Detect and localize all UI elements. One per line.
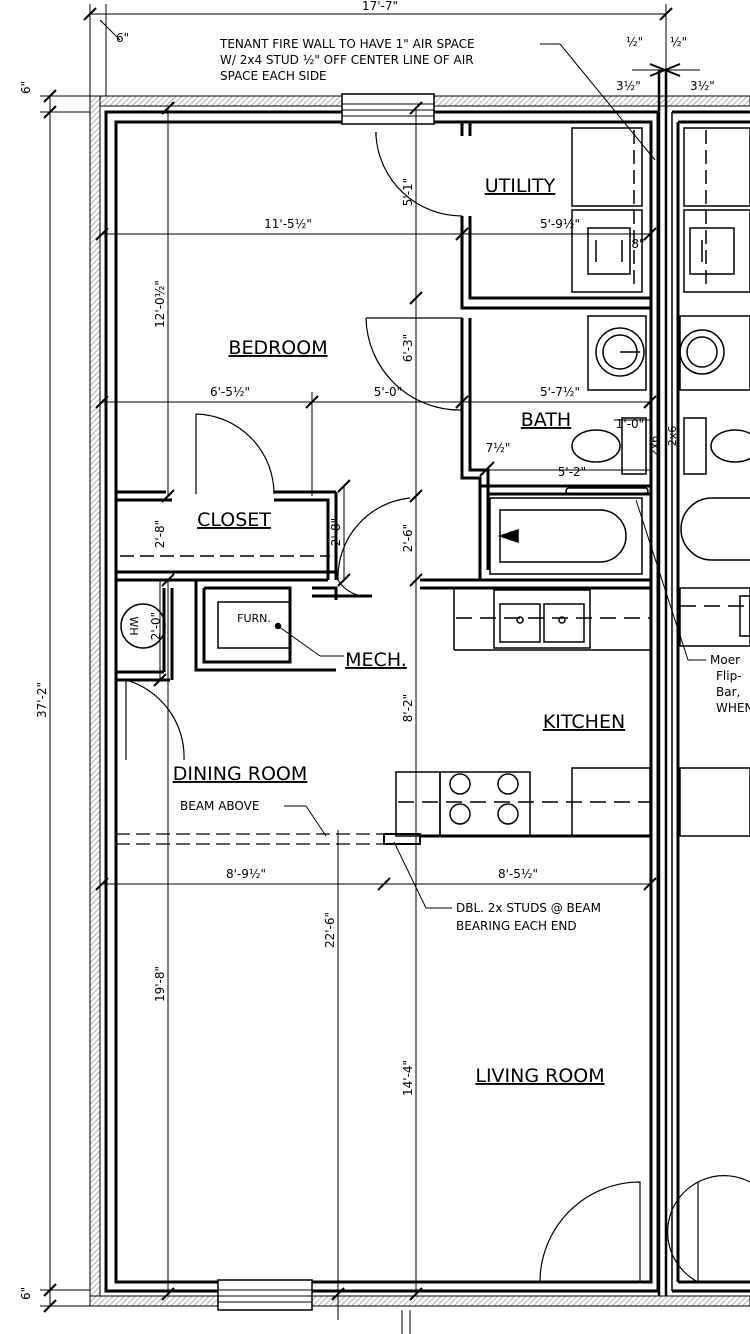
- water-heater-label: WH: [127, 616, 140, 635]
- room-label-kitchen: KITCHEN: [543, 711, 625, 733]
- room-label-bath: BATH: [521, 409, 571, 431]
- furnace-label: FURN.: [237, 612, 271, 625]
- firewall-note-line-2: W/ 2x4 STUD ½" OFF CENTER LINE OF AIR: [220, 53, 474, 67]
- moen-note-line-4: WHEN: [716, 701, 750, 715]
- firewall-note-line-3: SPACE EACH SIDE: [220, 69, 327, 83]
- fixture-labels: FURN. WH: [127, 612, 271, 636]
- room-label-bedroom: BEDROOM: [228, 337, 327, 359]
- dim-kitchen-depth: 8'-2": [401, 694, 415, 722]
- dim-wall-top: 6": [116, 31, 129, 45]
- dim-hall-depth: 2'-8": [329, 518, 343, 546]
- moen-note-line-2: Flip-: [716, 669, 742, 683]
- dimension-labels: 17'-7" 6" ½" ½" 3½" 3½" 6" 6" 37'-2" 11'…: [19, 0, 715, 1300]
- studs-note-line-2: BEARING EACH END: [456, 919, 577, 933]
- mech-fixtures: [120, 555, 344, 657]
- notes: TENANT FIRE WALL TO HAVE 1" AIR SPACE W/…: [180, 37, 750, 933]
- dim-eight-in: 8": [631, 237, 644, 251]
- dim-wall-left-bottom: 6": [19, 1287, 33, 1300]
- dim-overall-depth: 37'-2": [35, 682, 49, 718]
- utility-fixtures: [571, 127, 750, 293]
- doors: [125, 132, 750, 1283]
- dim-overall-width: 17'-7": [362, 0, 398, 13]
- bath-fixtures: [489, 315, 750, 575]
- dim-tub-depth: 2'-6": [401, 524, 415, 552]
- dim-stud-1: 2x6: [648, 436, 661, 457]
- firewall-note-line-1: TENANT FIRE WALL TO HAVE 1" AIR SPACE: [219, 37, 475, 51]
- dim-wh-depth: 2'-0": [149, 612, 163, 640]
- room-labels: UTILITY BEDROOM BATH CLOSET MECH. KITCHE…: [173, 175, 625, 1087]
- window-bottom: [217, 1279, 313, 1311]
- room-label-mech: MECH.: [345, 649, 407, 671]
- dim-one-ft: 1'-0": [616, 417, 644, 431]
- dim-wall-left-top: 6": [19, 81, 33, 94]
- dimension-lines: [40, 4, 706, 1334]
- dim-bedroom-width: 11'-5½": [264, 217, 312, 231]
- beam-above-note: BEAM ABOVE: [180, 799, 259, 813]
- window-top: [341, 93, 435, 125]
- dim-living-left-depth: 19'-8": [153, 966, 167, 1002]
- exterior-walls: [89, 70, 750, 1307]
- interior-walls: [116, 122, 651, 682]
- dim-mid-width: 5'-0": [374, 385, 402, 399]
- dim-closet-width: 6'-5½": [210, 385, 250, 399]
- dim-bath-depth: 6'-3": [401, 334, 415, 362]
- dim-tub-width: 5'-2": [558, 465, 586, 479]
- dim-living-depth-total: 22'-6": [323, 912, 337, 948]
- dim-closet-depth: 2'-8": [153, 520, 167, 548]
- dim-utility-depth: 5'-1": [401, 178, 415, 206]
- dim-half-2: ½": [670, 35, 687, 49]
- room-label-closet: CLOSET: [197, 509, 271, 531]
- dim-seven-half: 7½": [486, 441, 511, 455]
- dim-kitchen-width: 8'-5½": [498, 867, 538, 881]
- dim-half-1: ½": [626, 35, 643, 49]
- dim-living-depth: 14'-4": [401, 1060, 415, 1096]
- dim-three-half-1: 3½": [616, 79, 641, 93]
- room-label-utility: UTILITY: [485, 175, 556, 197]
- dim-utility-width: 5'-9½": [540, 217, 580, 231]
- dim-bedroom-depth: 12'-0½": [153, 280, 167, 328]
- dim-three-half-2: 3½": [690, 79, 715, 93]
- room-label-living: LIVING ROOM: [475, 1065, 604, 1087]
- kitchen-fixtures: [395, 587, 750, 837]
- room-label-dining: DINING ROOM: [173, 763, 308, 785]
- beam-above: [116, 833, 651, 845]
- moen-note-line-1: Moer: [710, 653, 740, 667]
- moen-note-line-3: Bar,: [716, 685, 740, 699]
- dim-stud-2: 2x6: [666, 426, 679, 447]
- dim-dining-width: 8'-9½": [226, 867, 266, 881]
- dim-bath-width: 5'-7½": [540, 385, 580, 399]
- studs-note-line-1: DBL. 2x STUDS @ BEAM: [456, 901, 601, 915]
